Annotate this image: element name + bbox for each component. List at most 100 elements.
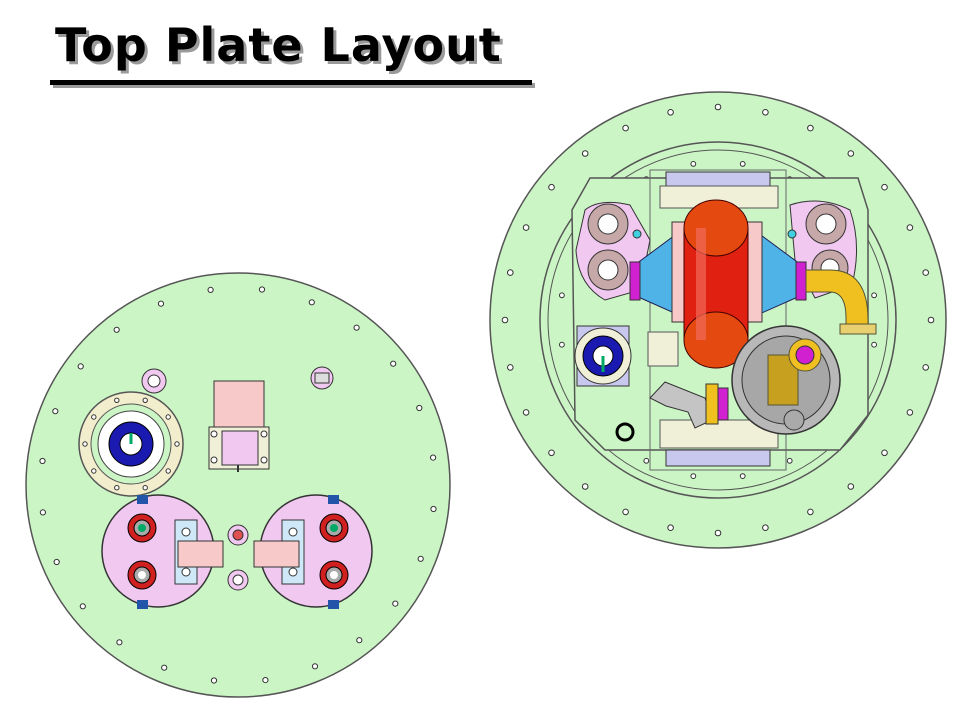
- bolt-hole: [91, 468, 97, 474]
- bolt-hole: [165, 468, 171, 474]
- right-rim-bolt-holes: [501, 103, 935, 537]
- right-bowl-port-top: [319, 513, 349, 543]
- bolt-hole: [881, 449, 888, 457]
- bolt-hole: [807, 508, 814, 516]
- right-o-ring: [615, 422, 635, 442]
- bolt-hole: [581, 150, 589, 157]
- bolt-hole: [507, 269, 514, 276]
- bolt-hole: [522, 409, 530, 416]
- bolt-hole: [114, 397, 120, 403]
- bolt-hole: [501, 316, 509, 324]
- bolt-hole: [762, 524, 769, 532]
- bolt-hole: [392, 600, 399, 607]
- bolt-hole: [871, 341, 877, 348]
- bolt-hole: [847, 483, 855, 490]
- left-small-port-2: [310, 366, 334, 390]
- bolt-hole: [39, 457, 46, 465]
- bolt-hole: [714, 529, 722, 537]
- bolt-hole: [430, 454, 437, 461]
- bolt-hole: [91, 414, 97, 420]
- right-support-frame: [649, 169, 787, 471]
- right-blue-port-flange: [574, 325, 632, 387]
- bolt-hole: [922, 364, 930, 371]
- bolt-hole: [116, 639, 123, 646]
- bolt-hole: [142, 397, 148, 403]
- bolt-hole: [174, 441, 180, 447]
- teal-fitting-1: [632, 229, 642, 239]
- bolt-hole: [507, 364, 514, 371]
- bolt-hole: [161, 664, 168, 671]
- bolt-hole: [522, 224, 530, 231]
- bolt-hole: [690, 473, 697, 480]
- left-central-block: [208, 380, 270, 472]
- bolt-hole: [53, 558, 60, 566]
- bolt-hole: [922, 269, 930, 276]
- bolt-hole: [79, 603, 86, 610]
- bolt-hole: [581, 483, 589, 490]
- bolt-hole: [416, 404, 423, 412]
- left-rim-bolt-holes: [39, 286, 437, 684]
- red-vessel: [683, 199, 749, 369]
- left-plate-disc: [25, 272, 451, 698]
- bolt-hole: [871, 292, 877, 299]
- left-cream-flange: [78, 391, 184, 497]
- bolt-hole: [210, 677, 218, 684]
- bolt-hole: [643, 457, 650, 464]
- right-plate-inner-ring: [539, 141, 897, 499]
- gray-bent-pipe: [649, 381, 729, 429]
- left-top-plate: [25, 272, 451, 698]
- teal-fitting-2: [787, 229, 797, 239]
- bolt-hole: [786, 457, 793, 464]
- bolt-hole: [739, 473, 746, 480]
- page-title: Top Plate Layout: [55, 18, 502, 72]
- bolt-hole: [714, 103, 722, 111]
- bolt-hole: [262, 677, 269, 684]
- left-pink-bowl: [101, 494, 224, 609]
- bolt-hole: [622, 124, 629, 132]
- bolt-hole: [356, 637, 363, 644]
- bolt-hole: [77, 363, 84, 370]
- left-flange-bolts: [82, 397, 180, 491]
- bolt-hole: [548, 183, 555, 191]
- bolt-hole: [739, 161, 746, 167]
- bolt-hole: [165, 414, 171, 420]
- bolt-hole: [114, 485, 120, 491]
- bolt-hole: [559, 341, 565, 348]
- right-instrument-box: [647, 331, 679, 367]
- bolt-hole: [548, 449, 555, 457]
- bolt-hole: [807, 124, 814, 132]
- bolt-hole: [258, 286, 266, 293]
- bolt-hole: [847, 150, 855, 157]
- bolt-hole: [559, 292, 565, 299]
- right-bowl-port-bottom: [319, 560, 349, 590]
- bolt-hole: [113, 326, 120, 333]
- bolt-hole: [390, 360, 397, 367]
- right-plate-inner-ring-2: [547, 149, 889, 491]
- bolt-hole: [157, 300, 165, 307]
- bolt-hole: [667, 524, 674, 532]
- gold-elbow-pipe: [805, 269, 877, 335]
- bolt-hole: [927, 316, 935, 324]
- gray-chamber: [731, 325, 841, 435]
- bolt-hole: [667, 109, 674, 116]
- bolt-hole: [82, 441, 88, 447]
- left-center-small-port-top: [227, 524, 249, 546]
- bolt-hole: [622, 508, 629, 516]
- bolt-hole: [308, 299, 315, 306]
- bolt-hole: [762, 109, 769, 116]
- right-pink-bowl: [253, 494, 373, 609]
- bolt-hole: [353, 324, 360, 331]
- bolt-hole: [39, 509, 47, 516]
- bolt-hole: [142, 485, 148, 491]
- right-top-plate: [489, 91, 947, 549]
- bolt-hole: [881, 183, 888, 191]
- bolt-hole: [906, 224, 914, 231]
- bolt-hole: [430, 505, 437, 513]
- left-bowl-port-bottom: [127, 560, 157, 590]
- bolt-hole: [207, 286, 214, 293]
- bolt-hole: [311, 663, 319, 670]
- left-center-small-port-bottom: [227, 569, 249, 591]
- bolt-hole: [52, 408, 59, 415]
- left-small-port-1: [141, 368, 167, 394]
